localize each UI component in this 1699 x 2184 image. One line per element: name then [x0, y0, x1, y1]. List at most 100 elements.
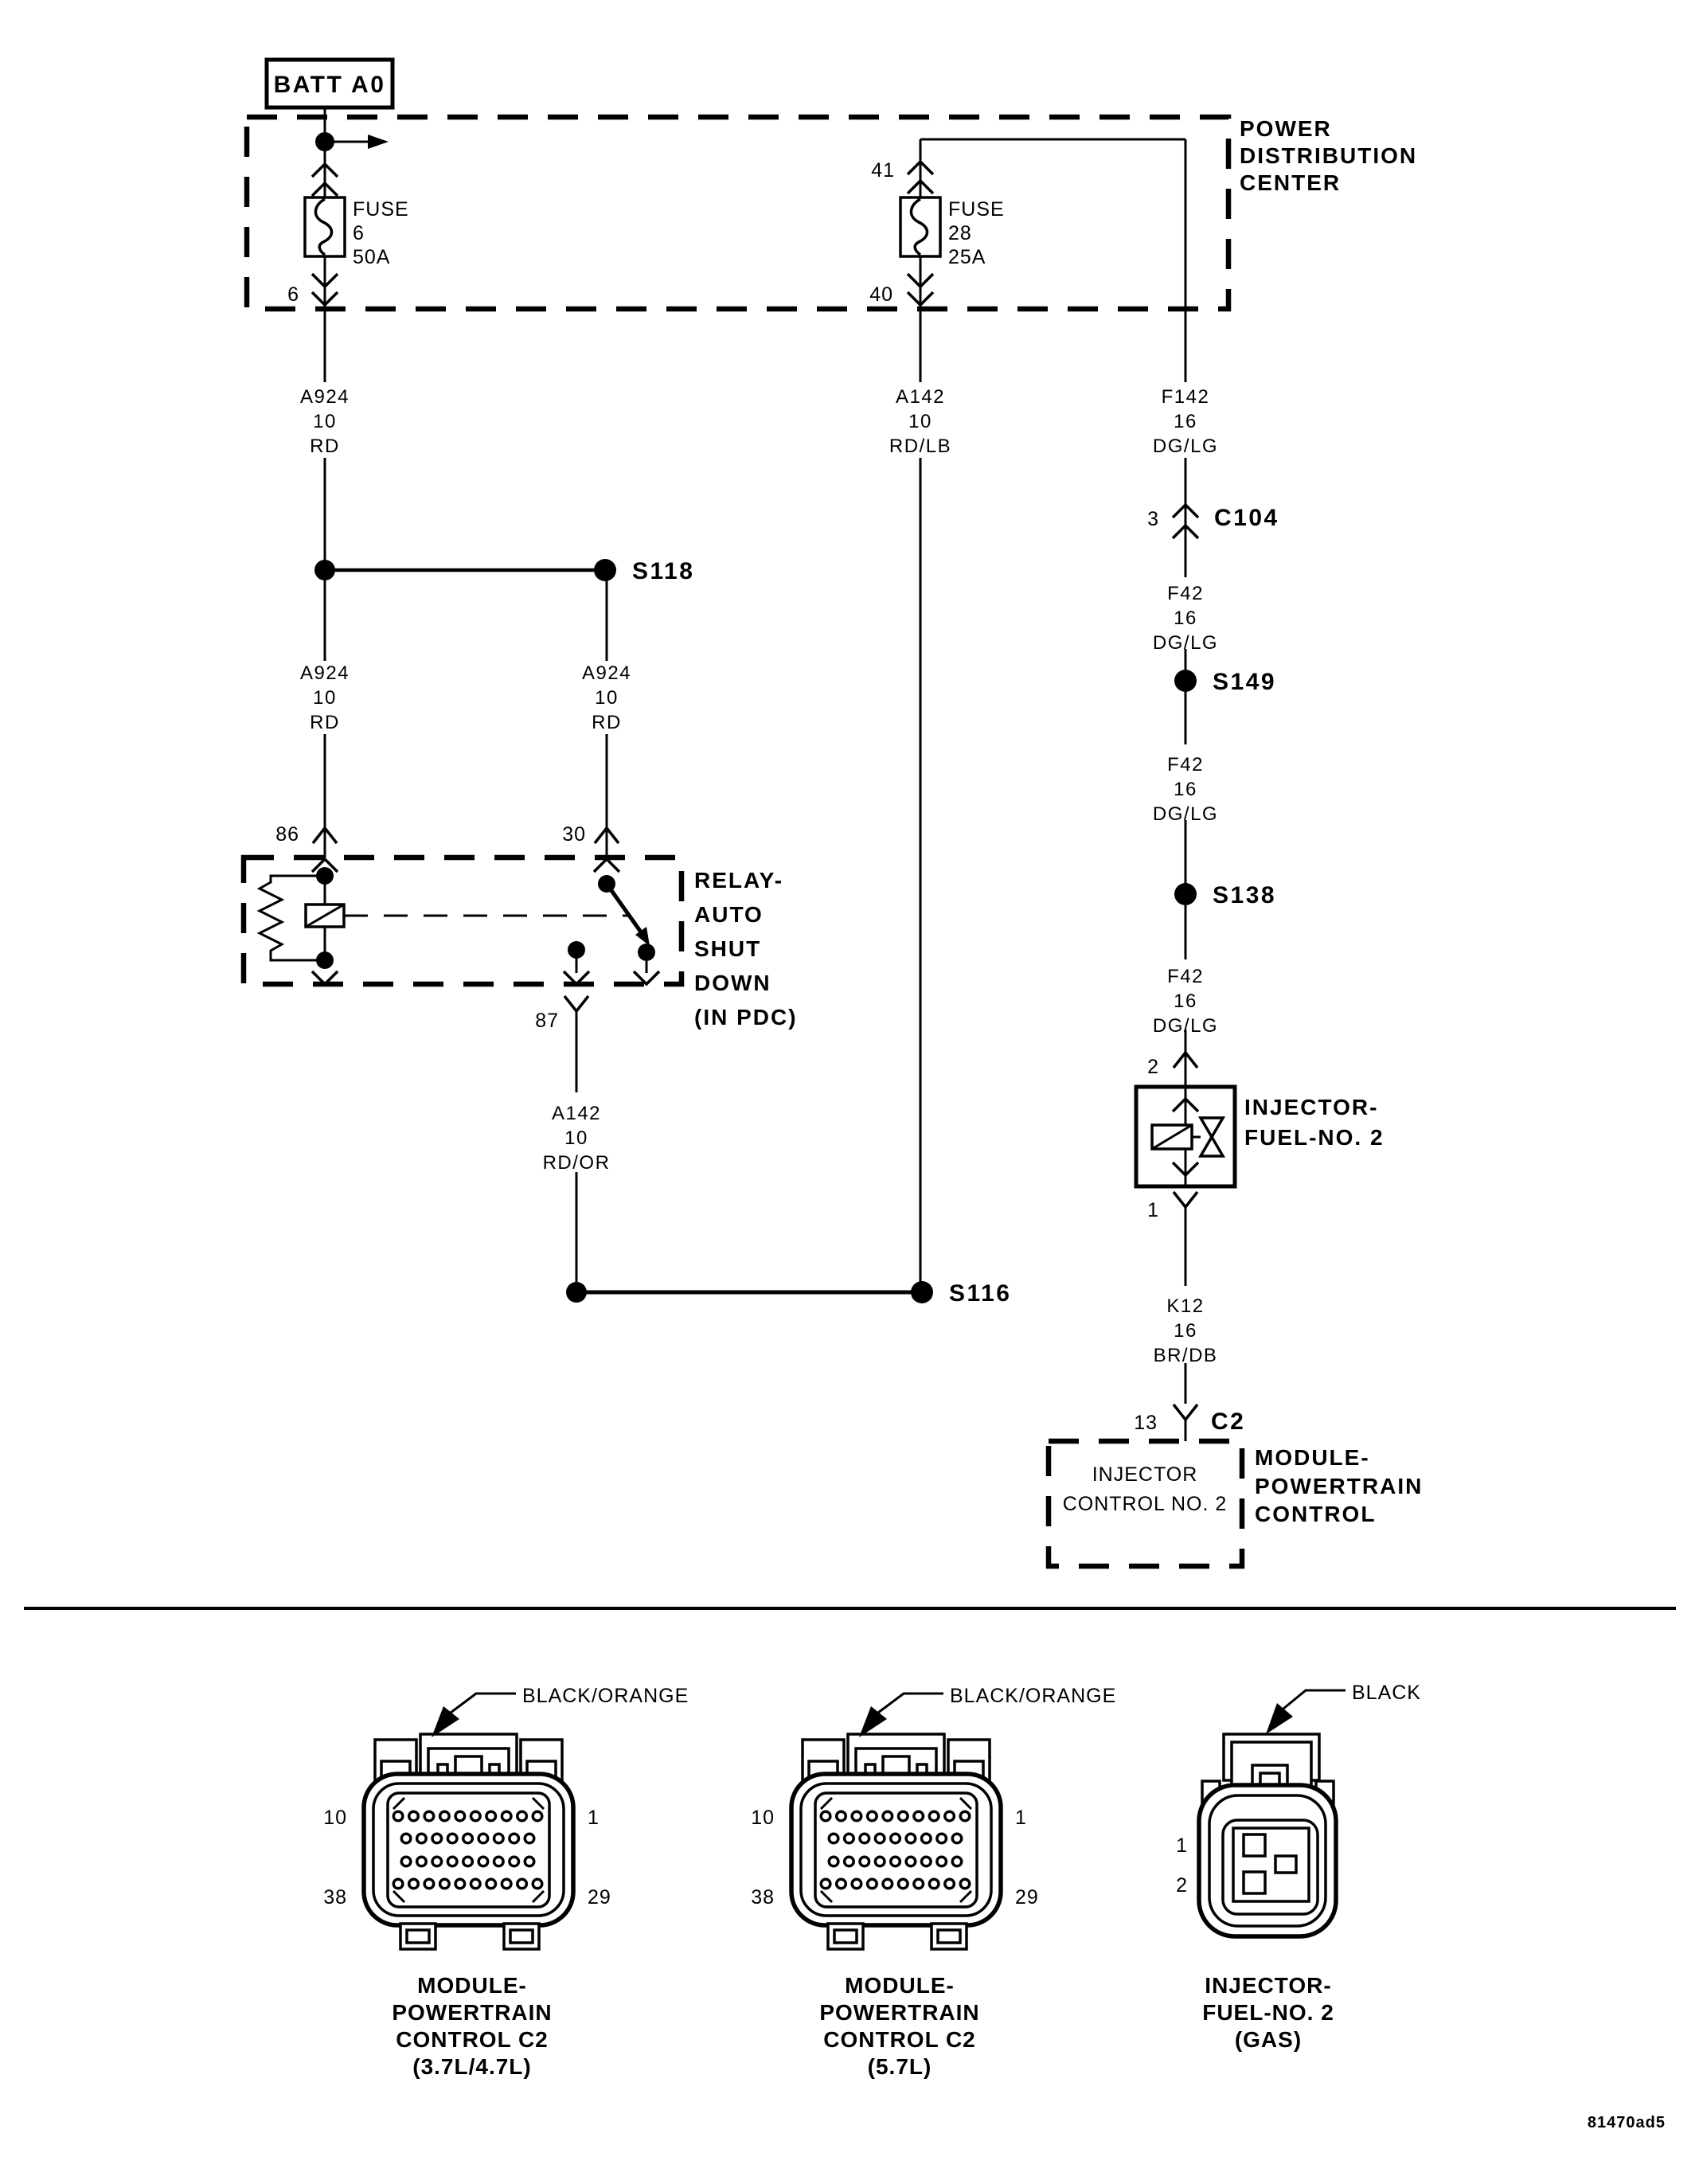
wire-label: F42	[1167, 583, 1204, 604]
wire-label: RD/LB	[889, 436, 951, 457]
relay-label-line2: AUTO	[694, 902, 764, 927]
fuse28-rating: 25A	[948, 246, 986, 268]
wire-label: BR/DB	[1154, 1345, 1218, 1366]
wire-label: 10	[908, 411, 932, 432]
caption-line4: (3.7L/4.7L)	[412, 2054, 531, 2079]
pcm-pin: 13	[1134, 1412, 1158, 1434]
fuse28-number: 28	[948, 222, 972, 244]
fuse28-name: FUSE	[948, 198, 1005, 221]
wire-label: A142	[896, 386, 945, 408]
connector-view-pcm-57: BLACK/ORANGE 10 1 38 29 MODULE- POWERTRA…	[751, 1685, 1116, 2079]
wire-label: F142	[1162, 386, 1210, 408]
wire-label: RD	[310, 436, 340, 457]
wire-label: A142	[552, 1103, 601, 1124]
diagram-code: 81470ad5	[1588, 2114, 1666, 2131]
wire-f142-f42-run: 3 C104 F42 16 DG/LG S149 F42 16 DG/LG S1…	[1147, 139, 1279, 1087]
wire-label: K12	[1166, 1295, 1204, 1317]
battery-feed-label: BATT A0	[274, 72, 386, 98]
wire-label: DG/LG	[1153, 1015, 1218, 1037]
caption-line3: (GAS)	[1235, 2027, 1302, 2052]
relay-label-line1: RELAY-	[694, 868, 783, 893]
caption-line1: INJECTOR-	[1205, 1973, 1331, 1998]
fuse28-pin-top: 41	[871, 159, 895, 182]
caption-line2: POWERTRAIN	[819, 2000, 979, 2025]
c104-label: C104	[1214, 505, 1279, 531]
fuse6-rating: 50A	[353, 246, 390, 268]
pin-number-1: 1	[588, 1807, 600, 1829]
wire-label: 10	[313, 687, 337, 709]
wire-label: 16	[1174, 779, 1197, 800]
pin-number-1: 1	[1176, 1834, 1188, 1857]
wire-label: DG/LG	[1153, 632, 1218, 654]
splice-s138-label: S138	[1213, 882, 1276, 908]
wire-label: A924	[582, 662, 631, 684]
pcm-label-line2: POWERTRAIN	[1255, 1474, 1423, 1498]
fuse-6: FUSE 6 50A 6	[287, 196, 408, 307]
fuse6-pin-bottom: 6	[287, 283, 299, 306]
pdc-label-line1: POWER	[1240, 116, 1332, 141]
caption-line4: (5.7L)	[868, 2054, 932, 2079]
caption-line1: MODULE-	[845, 1973, 955, 1998]
pcm-inner-line2: CONTROL NO. 2	[1063, 1493, 1228, 1515]
wire-color-callout: BLACK	[1352, 1682, 1421, 1704]
relay-auto-shut-down: 86 30 RELAY- AUTO SHUT DOWN (IN PDC) 87	[240, 823, 796, 1032]
wire-label: RD	[310, 712, 340, 733]
relay-pin-87: 87	[535, 1010, 559, 1032]
wire-label: 16	[1174, 990, 1197, 1012]
wire-color-callout: BLACK/ORANGE	[522, 1685, 689, 1707]
wire-label: A924	[300, 386, 350, 408]
pin-number-29: 29	[1015, 1886, 1039, 1909]
pin-number-10: 10	[751, 1807, 775, 1829]
injector-fuel-no2-component: INJECTOR- FUEL-NO. 2 1	[1134, 1084, 1385, 1221]
fuse-28: 41 FUSE 28 25A 40	[869, 138, 1185, 1292]
injector-pin-top: 2	[1147, 1056, 1159, 1078]
battery-feed-box: BATT A0	[264, 57, 395, 110]
connector-view-injector: BLACK 1 2 INJECTOR- FUEL-NO. 2 (GAS)	[1176, 1682, 1421, 2052]
pcm-label-line1: MODULE-	[1255, 1445, 1370, 1470]
pcm-label-line3: CONTROL	[1255, 1502, 1376, 1526]
pin-number-2: 2	[1176, 1874, 1188, 1897]
wire-label: 16	[1174, 608, 1197, 629]
wire-label: F42	[1167, 966, 1204, 987]
c104-pin: 3	[1147, 508, 1159, 530]
connector-view-pcm-37-47: BLACK/ORANGE 10 1 38 29 MODULE- POWERTRA…	[323, 1685, 689, 2079]
power-distribution-center: POWER DISTRIBUTION CENTER	[244, 114, 1417, 312]
splice-s118-label: S118	[632, 558, 694, 584]
pin-number-38: 38	[323, 1886, 347, 1909]
wire-k12-run: K12 16 BR/DB 13 C2	[1134, 1207, 1245, 1441]
caption-line2: FUEL-NO. 2	[1202, 2000, 1334, 2025]
caption-line3: CONTROL C2	[823, 2027, 976, 2052]
pcm-connector-c2-label: C2	[1211, 1408, 1245, 1435]
wire-label: 16	[1174, 1320, 1197, 1342]
caption-line3: CONTROL C2	[396, 2027, 549, 2052]
pin-number-29: 29	[588, 1886, 611, 1909]
powertrain-control-module-box: INJECTOR CONTROL NO. 2 MODULE- POWERTRAI…	[1045, 1438, 1423, 1569]
fuse28-pin-bottom: 40	[869, 283, 893, 306]
wire-label: RD/OR	[543, 1152, 611, 1174]
injector-pin-bottom: 1	[1147, 1199, 1159, 1221]
wire-label: 10	[313, 411, 337, 432]
fuse6-number: 6	[353, 222, 365, 244]
wire-labels-top: A924 10 RD A142 10 RD/LB F142 16 DG/LG	[300, 386, 1218, 457]
wire-label: F42	[1167, 754, 1204, 776]
pdc-label-line3: CENTER	[1240, 170, 1341, 195]
wire-label: RD	[592, 712, 622, 733]
injector-label-line2: FUEL-NO. 2	[1244, 1125, 1385, 1150]
splice-s116-label: S116	[949, 1280, 1011, 1307]
wire-label: DG/LG	[1153, 436, 1218, 457]
splice-s149-label: S149	[1213, 669, 1276, 695]
wire-label: 10	[564, 1127, 588, 1149]
caption-line2: POWERTRAIN	[392, 2000, 552, 2025]
wire-label: A924	[300, 662, 350, 684]
pcm-inner-line1: INJECTOR	[1092, 1463, 1198, 1486]
wire-color-callout: BLACK/ORANGE	[950, 1685, 1116, 1707]
wire-a142-relay-run: A142 10 RD/OR S116	[543, 1011, 1011, 1307]
splice-s118-row: S118 A924 10 RD A924 10 RD	[300, 558, 694, 858]
relay-label-line4: DOWN	[694, 971, 771, 995]
relay-label-line3: SHUT	[694, 936, 761, 961]
wire-label: 16	[1174, 411, 1197, 432]
pin-number-38: 38	[751, 1886, 775, 1909]
pdc-label-line2: DISTRIBUTION	[1240, 143, 1417, 168]
